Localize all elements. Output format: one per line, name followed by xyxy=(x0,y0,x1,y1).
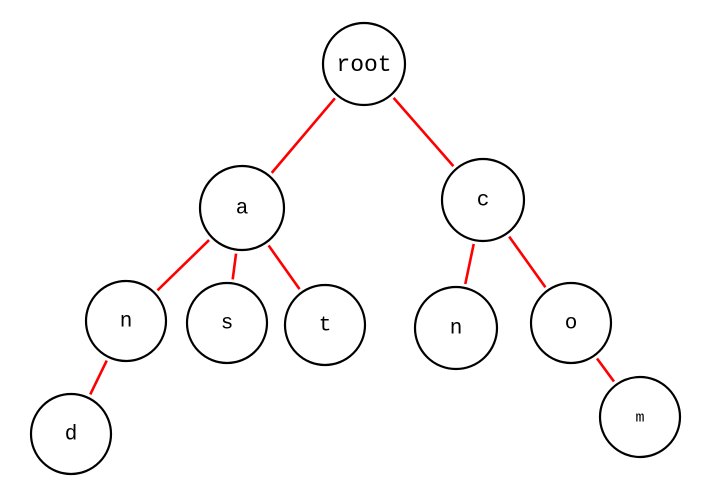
tree-node-n2[interactable]: n xyxy=(413,285,499,371)
node-label-d: d xyxy=(65,424,78,447)
tree-edge-n1-to-d xyxy=(89,359,108,396)
tree-edge-root-to-a xyxy=(270,97,336,174)
edges-layer xyxy=(89,97,616,396)
node-label-root: root xyxy=(336,52,391,78)
node-label-n1: n xyxy=(120,311,133,334)
node-circle-o xyxy=(529,281,613,365)
tree-edge-a-to-t xyxy=(267,244,301,290)
tree-node-a[interactable]: a xyxy=(198,164,286,252)
node-label-m: m xyxy=(635,410,644,427)
tree-node-d[interactable]: d xyxy=(29,392,113,476)
node-circle-d xyxy=(29,392,113,476)
tree-node-c[interactable]: c xyxy=(440,157,526,243)
tree-edge-c-to-n2 xyxy=(464,243,475,285)
tree-node-n1[interactable]: n xyxy=(84,279,168,363)
node-circle-m xyxy=(598,375,682,459)
tree-edge-o-to-m xyxy=(595,357,616,383)
tree-edge-a-to-n1 xyxy=(156,239,210,292)
node-label-t: t xyxy=(319,315,332,338)
tree-node-root[interactable]: root xyxy=(321,21,407,107)
node-circle-root xyxy=(321,21,407,107)
nodes-layer: root a c n s t n o d m xyxy=(29,21,682,476)
tree-edge-a-to-s xyxy=(231,253,238,280)
tree-node-m[interactable]: m xyxy=(598,375,682,459)
node-circle-a xyxy=(198,164,286,252)
node-label-s: s xyxy=(221,313,234,336)
node-label-a: a xyxy=(236,198,249,221)
tree-edge-root-to-c xyxy=(392,97,455,167)
node-circle-c xyxy=(440,157,526,243)
node-label-o: o xyxy=(565,313,578,336)
node-circle-n2 xyxy=(413,285,499,371)
node-circle-t xyxy=(283,283,367,367)
node-label-c: c xyxy=(477,190,490,213)
node-label-n2: n xyxy=(450,318,463,341)
tree-node-t[interactable]: t xyxy=(283,283,367,367)
tree-node-s[interactable]: s xyxy=(185,281,269,365)
node-circle-s xyxy=(185,281,269,365)
node-circle-n1 xyxy=(84,279,168,363)
tree-node-o[interactable]: o xyxy=(529,281,613,365)
tree-edge-c-to-o xyxy=(508,235,547,288)
